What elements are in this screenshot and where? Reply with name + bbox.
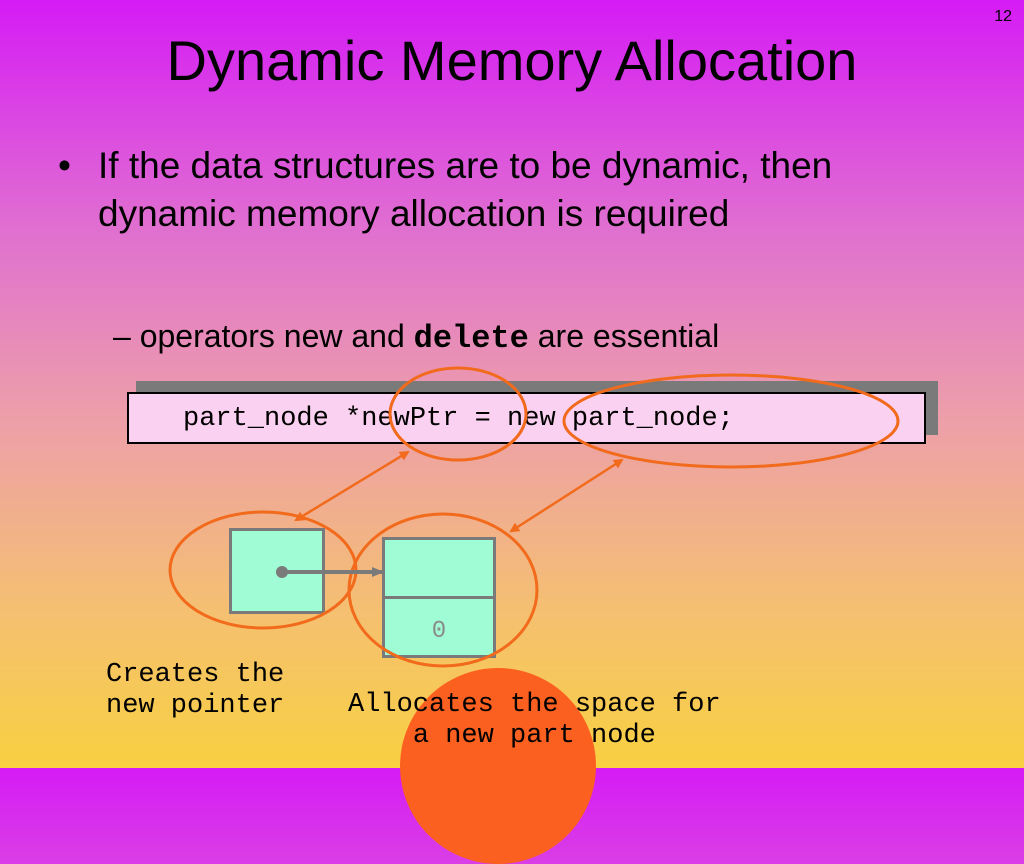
bullet-main: • If the data structures are to be dynam… [58,142,958,238]
highlight-circle-newptr [388,366,528,462]
diagram-overlay [168,366,900,668]
caption-pointer: Creates the new pointer [106,660,285,721]
slide-title: Dynamic Memory Allocation [166,29,858,92]
bullet-sub: – operators new and delete are essential [113,316,973,359]
bullet-marker: • [58,145,71,186]
bullet-main-text: If the data structures are to be dynamic… [98,145,833,234]
caption-node: Allocates the space for a new part node [348,690,721,751]
highlight-circle-node [347,512,539,668]
highlight-circle-new-expression [562,373,900,469]
pointer-dot [276,566,288,578]
double-arrow-pointer-link [294,450,410,522]
bullet-sub-keyword: delete [413,320,529,357]
bullet-sub-suffix: are essential [528,318,720,354]
double-arrow-node-link [509,458,624,533]
node-cell-value: 0 [382,596,496,658]
bullet-sub-prefix: – operators new and [113,318,414,354]
slide-number: 12 [994,8,1012,25]
